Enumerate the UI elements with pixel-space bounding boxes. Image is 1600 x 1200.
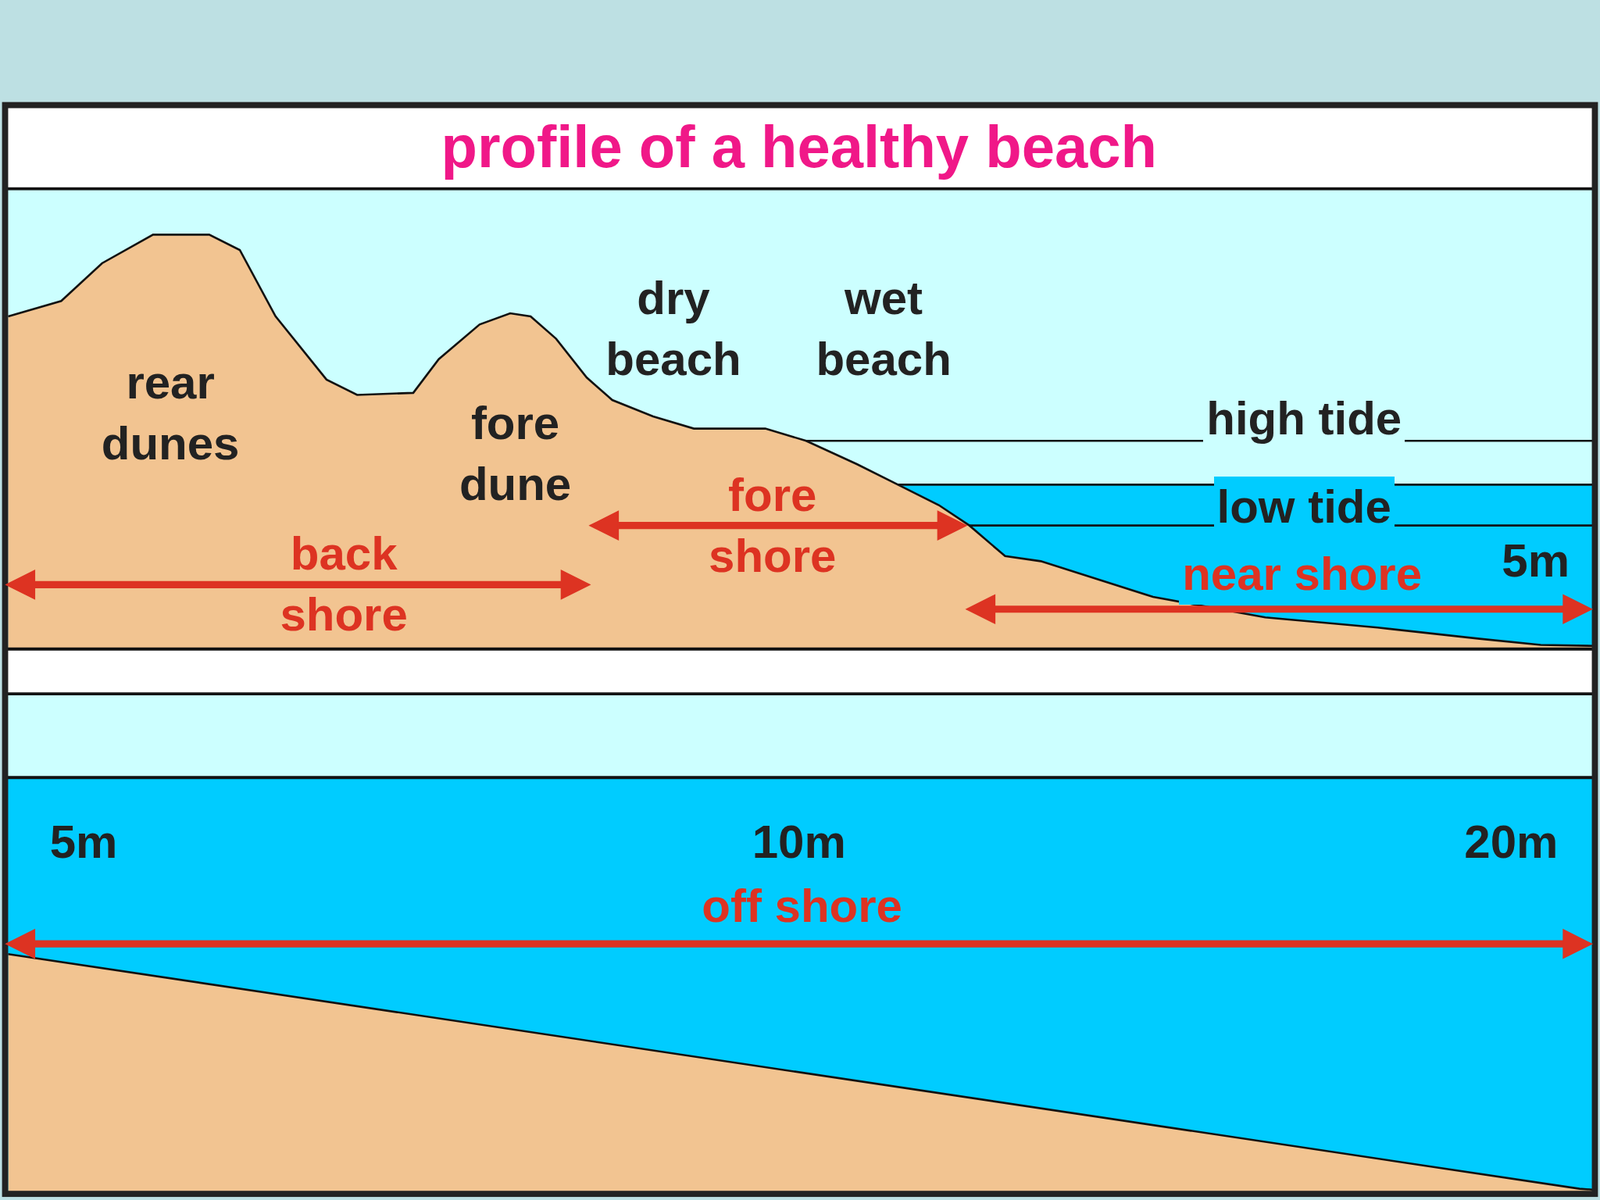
divider xyxy=(5,775,1596,779)
arrowhead xyxy=(1563,929,1593,959)
offshore-water xyxy=(5,777,1596,1194)
arrowhead xyxy=(560,570,590,600)
zone-label: off shore xyxy=(701,875,903,937)
zone-label: fore shore xyxy=(708,464,836,587)
sea-floor-outline xyxy=(7,953,1595,1190)
sand-outline xyxy=(7,234,1595,646)
gap-band xyxy=(5,649,1596,694)
foreshore-arrow xyxy=(616,521,940,529)
offshore-arrow xyxy=(30,940,1568,948)
divider xyxy=(5,647,1596,651)
depth-label: 5m xyxy=(1501,530,1570,592)
arrowhead xyxy=(937,510,967,540)
title: profile of a healthy beach xyxy=(440,114,1157,180)
zone-label: back shore xyxy=(279,523,408,646)
sea-floor xyxy=(7,953,1595,1194)
frame xyxy=(5,105,1596,1195)
title-band xyxy=(5,105,1596,190)
backshore-arrow xyxy=(30,581,564,589)
nearshore-arrow xyxy=(992,605,1568,613)
sky xyxy=(5,189,1596,650)
divider xyxy=(5,692,1596,696)
tide-label: high tide xyxy=(1203,388,1405,450)
dune-label: fore dune xyxy=(459,392,572,515)
sand-profile xyxy=(7,234,1595,649)
dune-label: rear dunes xyxy=(101,352,240,475)
sky-lower xyxy=(5,693,1596,778)
high-tide-line xyxy=(806,439,1596,443)
arrowhead xyxy=(589,510,619,540)
arrowhead xyxy=(6,570,36,600)
depth-label: 5m xyxy=(50,811,118,873)
arrowhead xyxy=(6,929,36,959)
beach-label: wet beach xyxy=(815,267,951,390)
depth-label: 20m xyxy=(1464,811,1558,873)
zone-label: near shore xyxy=(1178,543,1425,605)
arrowhead xyxy=(966,594,996,624)
beach-label: dry beach xyxy=(605,267,741,390)
divider xyxy=(5,187,1596,191)
top-band xyxy=(0,0,1600,106)
tide-label: low tide xyxy=(1214,476,1395,538)
arrowhead xyxy=(1563,594,1593,624)
depth-label: 10m xyxy=(752,811,847,873)
